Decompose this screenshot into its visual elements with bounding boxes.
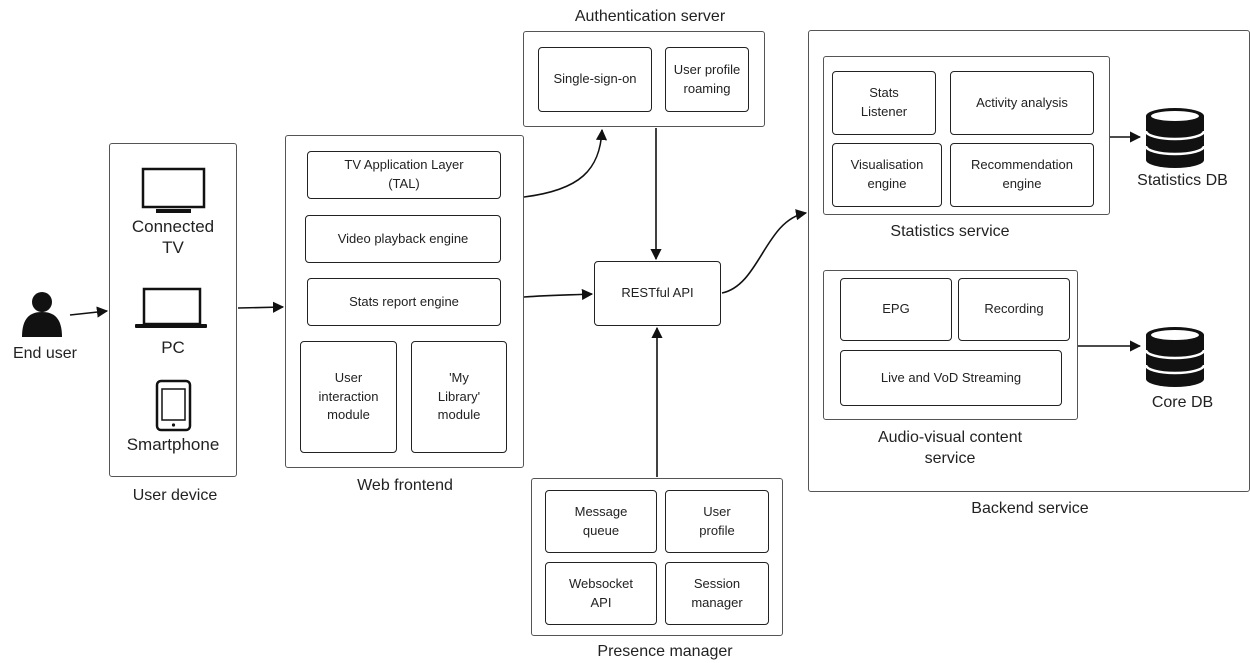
end-user-label: End user bbox=[12, 345, 78, 362]
arrow-api-to-backend bbox=[721, 209, 808, 294]
statistics-service-caption: Statistics service bbox=[890, 223, 1010, 240]
tv-icon bbox=[141, 167, 206, 213]
statistics-db-icon bbox=[1144, 108, 1206, 168]
connected-tv-label: Connected TV bbox=[131, 217, 215, 258]
statistics-db-label: Statistics DB bbox=[1137, 172, 1228, 189]
auth-server-caption: Authentication server bbox=[574, 8, 726, 25]
activity-analysis-module: Activity analysis bbox=[950, 71, 1094, 135]
live-vod-streaming-module: Live and VoD Streaming bbox=[840, 350, 1062, 406]
presence-manager-caption: Presence manager bbox=[597, 643, 733, 660]
user-profile-roaming-module: User profile roaming bbox=[665, 47, 749, 112]
arrow-end-user-to-device bbox=[69, 306, 109, 318]
av-service-caption: Audio-visual content service bbox=[877, 429, 1023, 467]
smartphone-label: Smartphone bbox=[126, 435, 220, 454]
recommendation-engine-module: Recommendation engine bbox=[950, 143, 1094, 207]
arrow-frontend-to-auth bbox=[523, 128, 608, 198]
visualisation-engine-module: Visualisation engine bbox=[832, 143, 942, 207]
websocket-api-module: Websocket API bbox=[545, 562, 657, 625]
session-manager-module: Session manager bbox=[665, 562, 769, 625]
pc-label: PC bbox=[161, 338, 185, 357]
epg-module: EPG bbox=[840, 278, 952, 341]
core-db-icon bbox=[1144, 327, 1206, 387]
stats-report-engine: Stats report engine bbox=[307, 278, 501, 326]
stats-listener-module: Stats Listener bbox=[832, 71, 936, 135]
video-playback-engine: Video playback engine bbox=[305, 215, 501, 263]
web-frontend-caption: Web frontend bbox=[357, 477, 453, 494]
restful-api: RESTful API bbox=[594, 261, 721, 326]
user-device-container bbox=[109, 143, 237, 477]
end-user-icon bbox=[22, 292, 62, 337]
arrow-frontend-to-api bbox=[523, 288, 594, 301]
user-profile-module: User profile bbox=[665, 490, 769, 553]
message-queue-module: Message queue bbox=[545, 490, 657, 553]
single-sign-on-module: Single-sign-on bbox=[538, 47, 652, 112]
arrow-device-to-frontend bbox=[237, 301, 285, 313]
smartphone-icon bbox=[155, 379, 192, 432]
laptop-icon bbox=[135, 287, 207, 328]
backend-service-caption: Backend service bbox=[971, 500, 1089, 517]
user-device-caption: User device bbox=[132, 487, 218, 504]
my-library-module: 'My Library' module bbox=[411, 341, 507, 453]
core-db-label: Core DB bbox=[1151, 394, 1214, 411]
recording-module: Recording bbox=[958, 278, 1070, 341]
tal-module: TV Application Layer (TAL) bbox=[307, 151, 501, 199]
user-interaction-module: User interaction module bbox=[300, 341, 397, 453]
